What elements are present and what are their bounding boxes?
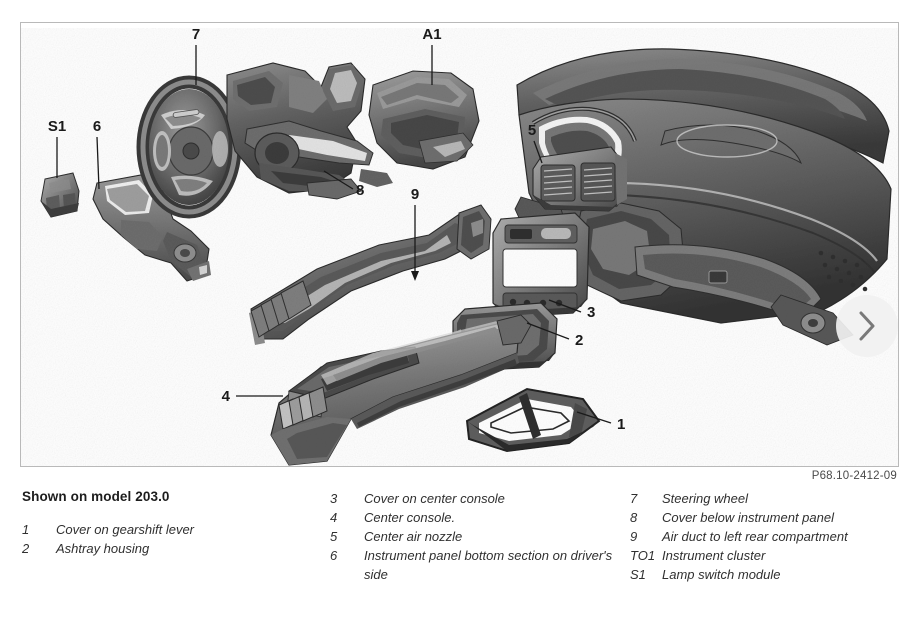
legend-item-text: Instrument cluster	[662, 548, 766, 563]
callout-7: 7	[192, 26, 200, 85]
legend-item: TO1 Instrument cluster	[630, 546, 920, 565]
part-cover-on-gearshift-lever	[465, 387, 601, 453]
part-cover-below-instrument-panel	[226, 62, 393, 200]
legend-item-key: 3	[330, 491, 338, 506]
legend-item-text: Center console.	[364, 510, 456, 525]
callout-label-s1: S1	[48, 118, 66, 135]
part-center-air-nozzle	[532, 146, 627, 212]
chevron-right-icon	[856, 309, 878, 343]
part-instrument-cluster	[368, 70, 480, 170]
legend-item: 4 Center console.	[330, 508, 630, 527]
legend-item-key: 6	[330, 548, 338, 563]
legend-item-key: 9	[630, 529, 638, 544]
legend-item-key: 1	[22, 522, 30, 537]
part-cover-on-center-console	[492, 212, 590, 318]
legend-item-key: 5	[330, 529, 338, 544]
legend-item: 9 Air duct to left rear compartment	[630, 527, 920, 546]
callout-4: 4	[222, 388, 283, 405]
legend-item-key: 4	[330, 510, 338, 525]
callout-S1: S1	[48, 118, 66, 178]
legend-item-text: Instrument panel bottom section on drive…	[364, 548, 613, 582]
legend-item-text: Center air nozzle	[364, 529, 463, 544]
callout-label-4: 4	[222, 388, 231, 405]
legend-item-text: Lamp switch module	[662, 567, 781, 582]
legend-item-key: 7	[630, 491, 638, 506]
legend-item-text: Ashtray housing	[56, 541, 150, 556]
callout-label-8: 8	[356, 182, 364, 199]
exploded-view-diagram: S1 6 7 A1 5	[21, 23, 898, 466]
legend-item: 7 Steering wheel	[630, 489, 920, 508]
callout-label-3: 3	[587, 304, 595, 321]
legend-item-text: Cover below instrument panel	[662, 510, 834, 525]
legend-list-1: 1 Cover on gearshift lever 2 Ashtray hou…	[22, 520, 322, 558]
legend-item-key: TO1	[630, 548, 656, 563]
legend-item-text: Cover on center console	[364, 491, 505, 506]
legend-item-key: S1	[630, 567, 646, 582]
callout-A1: A1	[422, 26, 442, 85]
legend-item: 2 Ashtray housing	[22, 539, 322, 558]
callout-9: 9	[411, 186, 419, 281]
legend-item: S1 Lamp switch module	[630, 565, 920, 584]
figure-viewer[interactable]: S1 6 7 A1 5	[20, 22, 899, 467]
legend-item-text: Steering wheel	[662, 491, 748, 506]
legend-column-2: 3 Cover on center console 4 Center conso…	[330, 489, 630, 584]
figure-reference-code: P68.10-2412-09	[811, 470, 897, 482]
legend-list-3: 7 Steering wheel 8 Cover below instrumen…	[630, 489, 920, 584]
legend-heading: Shown on model 203.0	[22, 489, 170, 504]
legend-item: 1 Cover on gearshift lever	[22, 520, 322, 539]
legend-item-text: Cover on gearshift lever	[56, 522, 195, 537]
callout-group: S1 6 7 A1 5	[48, 26, 626, 433]
callout-label-5: 5	[528, 122, 536, 139]
part-instrument-panel-bottom-section	[92, 174, 211, 282]
callout-label-a1: A1	[422, 26, 441, 43]
legend-item: 3 Cover on center console	[330, 489, 630, 508]
legend-column-3: 7 Steering wheel 8 Cover below instrumen…	[630, 489, 920, 584]
legend-item-key: 2	[22, 541, 30, 556]
legend-item: 8 Cover below instrument panel	[630, 508, 920, 527]
figure-legend: Shown on model 203.0 1 Cover on gearshif…	[0, 489, 921, 599]
legend-item: 5 Center air nozzle	[330, 527, 630, 546]
part-lamp-switch-module	[40, 172, 80, 218]
callout-label-6: 6	[93, 118, 101, 135]
part-air-duct-left-rear	[249, 204, 492, 345]
legend-item: 6 Instrument panel bottom section on dri…	[330, 546, 630, 584]
legend-item-key: 8	[630, 510, 638, 525]
legend-item-text: Air duct to left rear compartment	[662, 529, 848, 544]
callout-2: 2	[526, 322, 583, 349]
callout-6: 6	[93, 118, 101, 190]
callout-5: 5	[528, 122, 543, 164]
part-steering-wheel	[136, 75, 242, 219]
callout-3: 3	[548, 299, 595, 321]
next-image-button[interactable]	[836, 295, 898, 357]
callout-label-7: 7	[192, 26, 200, 43]
callout-1: 1	[576, 411, 625, 433]
callout-8: 8	[323, 170, 364, 199]
callout-label-1: 1	[617, 416, 625, 433]
callout-label-9: 9	[411, 186, 419, 203]
legend-column-1: Shown on model 203.0 1 Cover on gearshif…	[22, 489, 322, 558]
legend-list-2: 3 Cover on center console 4 Center conso…	[330, 489, 630, 584]
part-center-console	[270, 314, 532, 466]
callout-label-2: 2	[575, 332, 583, 349]
